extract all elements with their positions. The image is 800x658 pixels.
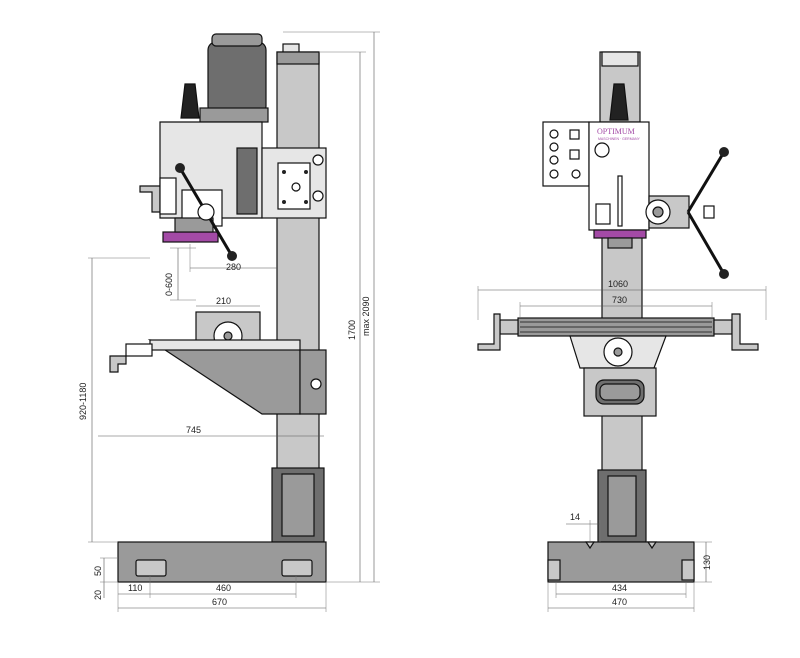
dim-0-600: 0-600 <box>164 273 174 296</box>
front-column-cap <box>601 51 639 67</box>
dim-1700: 1700 <box>347 320 357 340</box>
control-panel <box>542 121 590 187</box>
depth-scale <box>617 175 623 227</box>
mount-knob-top <box>312 154 324 166</box>
mount-screw-2 <box>304 170 308 174</box>
motor <box>207 41 267 115</box>
base-slot-left <box>135 559 167 577</box>
front-lever-knob-top <box>719 147 729 157</box>
mount-knob-bottom <box>312 190 324 202</box>
dim-130: 130 <box>702 555 712 570</box>
brand-sub: MASCHINEN · GERMANY <box>598 137 640 141</box>
dim-20: 20 <box>93 590 103 600</box>
dim-14: 14 <box>570 512 580 522</box>
table-arm-top <box>149 339 301 351</box>
front-table-wheel-hub <box>613 347 623 357</box>
panel-btn-2 <box>549 142 559 152</box>
drawbar-cap <box>180 83 200 119</box>
panel-btn-4 <box>549 169 559 179</box>
dim-210: 210 <box>216 296 231 306</box>
dim-434: 434 <box>612 583 627 593</box>
side-view: 280 0-600 210 920-1180 745 1700 <box>78 31 380 612</box>
front-dimensions: 1060 730 14 130 434 470 <box>477 279 767 612</box>
spindle-collar <box>162 231 219 243</box>
panel-switch-1 <box>569 129 580 140</box>
front-base-foot-right <box>681 559 695 581</box>
panel-switch-2 <box>569 149 580 160</box>
mount-bolt <box>291 182 301 192</box>
mount-screw-3 <box>282 200 286 204</box>
clamp-knob <box>310 378 322 390</box>
dim-920-1180: 920-1180 <box>78 383 88 420</box>
side-dimensions: 280 0-600 210 920-1180 745 1700 <box>78 31 380 612</box>
front-spindle-collar <box>593 229 647 239</box>
dim-50: 50 <box>93 566 103 576</box>
dim-110: 110 <box>128 583 142 593</box>
mount-screw-4 <box>304 200 308 204</box>
front-lever-knob-bottom <box>719 269 729 279</box>
front-feed-hub-inner <box>652 206 664 218</box>
motor-cap <box>211 33 263 47</box>
front-base-foot-left <box>547 559 561 581</box>
fine-feed-handle <box>139 185 161 213</box>
base-slot-right <box>281 559 313 577</box>
dim-280: 280 <box>226 262 241 272</box>
front-knee-window-inner <box>599 383 641 401</box>
feed-lever-hub <box>197 203 215 221</box>
brand-logo: OPTIMUM <box>597 127 635 136</box>
front-feed-cap <box>703 205 715 219</box>
front-drawbar <box>609 83 629 121</box>
table-crank <box>109 355 127 373</box>
panel-btn-3 <box>549 155 559 165</box>
front-column-sleeve-inner <box>607 475 637 537</box>
feed-lever-knob-top <box>175 163 185 173</box>
head-label <box>595 203 611 225</box>
dim-470: 470 <box>612 597 627 607</box>
front-lever-down <box>686 211 726 275</box>
motor-base <box>199 107 269 123</box>
base-slot-marker-right <box>646 541 658 550</box>
dim-1060: 1060 <box>608 279 628 289</box>
panel-btn-1 <box>549 129 559 139</box>
dim-max-2090: max 2090 <box>361 296 371 336</box>
table-end-left <box>499 319 519 335</box>
front-spindle-nose <box>607 237 633 249</box>
column-cap <box>282 43 300 53</box>
table-wheel-hub <box>223 331 233 341</box>
front-base <box>547 541 695 583</box>
dim-730: 730 <box>612 295 627 305</box>
fine-feed-wheel <box>159 177 177 215</box>
front-view: OPTIMUM MASCHINEN · GERMANY <box>477 51 767 612</box>
column <box>276 51 320 483</box>
table-crank-right <box>731 313 759 351</box>
dim-670: 670 <box>212 597 227 607</box>
feed-lever-knob-bottom <box>227 251 237 261</box>
head-side-grip <box>236 147 258 215</box>
column-top-block <box>276 51 320 65</box>
table-crank-shaft <box>125 343 153 357</box>
dim-460: 460 <box>216 583 231 593</box>
table-end-right <box>713 319 733 335</box>
dim-745: 745 <box>186 425 201 435</box>
table-arm <box>147 339 301 415</box>
front-lever-up <box>686 151 726 213</box>
panel-btn-5 <box>571 169 581 179</box>
mount-screw-1 <box>282 170 286 174</box>
table-crank-left <box>477 313 501 351</box>
column-base-inner <box>281 473 315 537</box>
head-window <box>594 142 610 158</box>
